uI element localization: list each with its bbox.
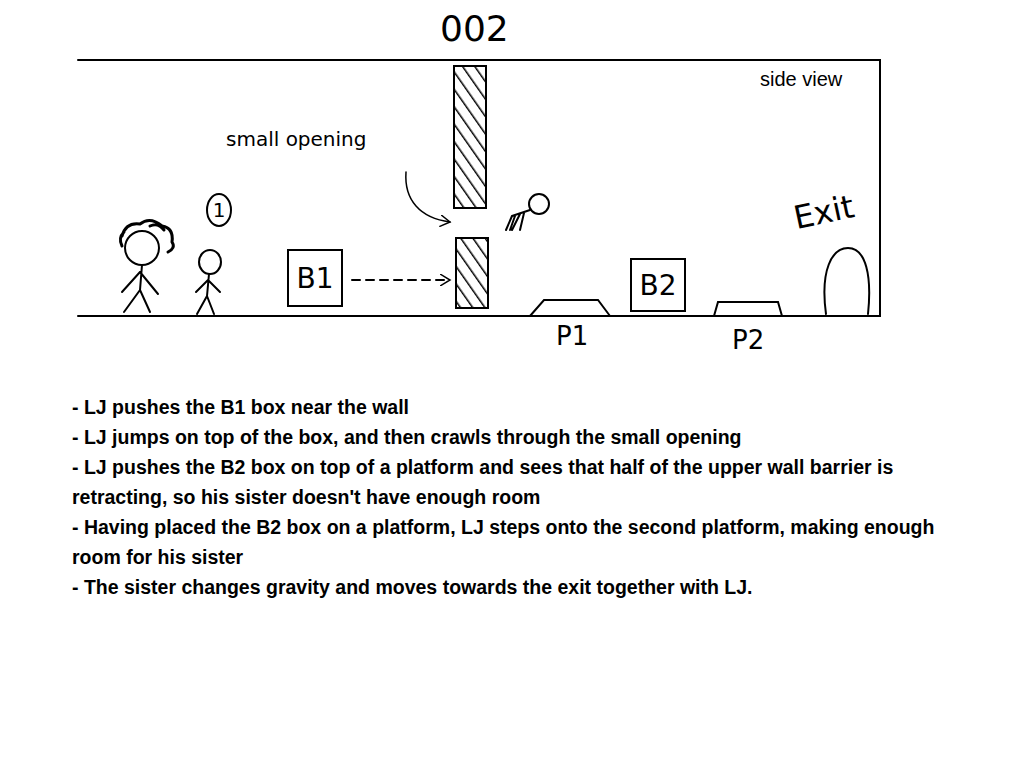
design-note: - The sister changes gravity and moves t… — [72, 572, 962, 602]
callout-number: 1 — [206, 193, 232, 227]
platform-p1 — [530, 300, 610, 316]
design-note: - LJ pushes the B2 box on top of a platf… — [72, 452, 962, 512]
crawling-lj-figure — [506, 194, 549, 230]
exit-label: Exit — [790, 188, 857, 237]
push-arrow — [352, 279, 450, 281]
platform-label: P2 — [732, 326, 764, 356]
level-number: 002 — [440, 8, 509, 49]
sister-figure — [120, 220, 173, 312]
opening-leader — [406, 172, 450, 222]
room-frame — [78, 60, 880, 316]
design-note: - LJ jumps on top of the box, and then c… — [72, 422, 962, 452]
view-label: side view — [760, 68, 842, 91]
lower-wall — [456, 238, 488, 308]
box-b1: B1 — [287, 249, 343, 307]
box-b2-text: B2 — [639, 269, 676, 302]
exit-door — [824, 248, 869, 314]
callout-number-text: 1 — [213, 198, 226, 222]
platform-p2 — [714, 302, 782, 316]
box-b2: B2 — [630, 258, 686, 312]
platform-label: P1 — [556, 322, 588, 352]
opening-label: small opening — [226, 128, 366, 151]
box-b1-text: B1 — [296, 262, 333, 295]
design-note: - LJ pushes the B1 box near the wall — [72, 392, 962, 422]
upper-wall-barrier — [454, 66, 486, 208]
design-note: - Having placed the B2 box on a platform… — [72, 512, 962, 572]
lj-figure — [196, 250, 221, 314]
